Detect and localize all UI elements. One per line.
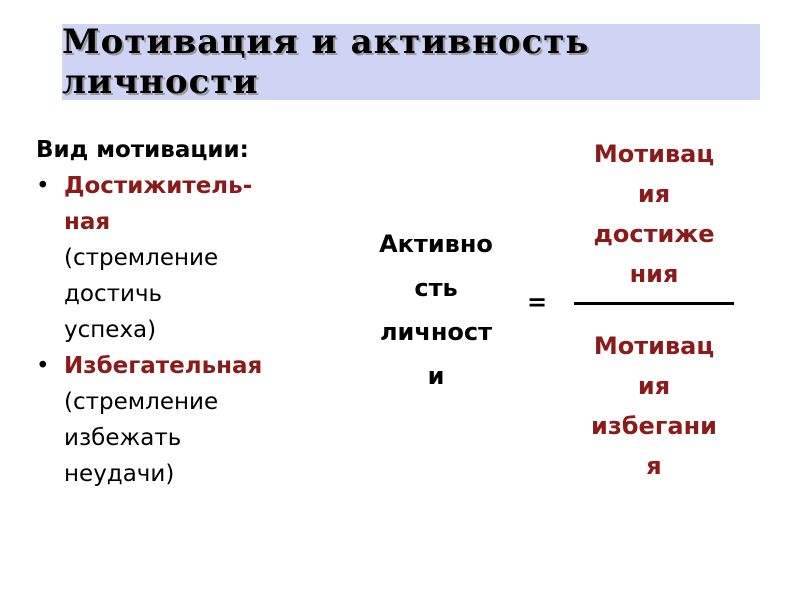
achievement-name-1: Достижитель- <box>64 173 253 199</box>
list-item-achievement: • Достижитель- ная (стремление достичь у… <box>36 168 336 348</box>
numerator-line: Мотивац <box>593 140 715 168</box>
activity-line: Активно <box>379 230 493 258</box>
bullet-icon: • <box>36 353 50 379</box>
motivation-types: Вид мотивации: • Достижитель- ная (стрем… <box>36 132 336 492</box>
fraction-denominator: Мотивац ия избегани я <box>570 326 738 486</box>
achievement-desc-3: успеха) <box>64 317 157 343</box>
numerator-line: достиже <box>593 220 715 248</box>
motivation-heading: Вид мотивации: <box>36 137 249 163</box>
fraction-bar <box>574 302 734 305</box>
activity-line: и <box>427 362 445 390</box>
denominator-line: избегани <box>591 412 717 440</box>
numerator-line: ния <box>629 260 679 288</box>
denominator-line: Мотивац <box>593 332 715 360</box>
numerator-line: ия <box>637 180 671 208</box>
avoidance-name: Избегательная <box>64 353 263 379</box>
bullet-icon: • <box>36 173 50 199</box>
avoidance-desc-1: (стремление <box>64 389 219 415</box>
achievement-desc-1: (стремление <box>64 245 219 271</box>
achievement-name-2: ная <box>64 209 111 235</box>
activity-line: личност <box>379 318 493 346</box>
avoidance-desc-3: неудачи) <box>64 461 175 487</box>
activity-term: Активно сть личност и <box>356 222 516 398</box>
avoidance-desc-2: избежать <box>64 425 182 451</box>
activity-line: сть <box>414 274 458 302</box>
motivation-list: • Достижитель- ная (стремление достичь у… <box>36 168 336 492</box>
title-band <box>62 24 760 100</box>
denominator-line: ия <box>637 372 671 400</box>
achievement-desc-2: достичь <box>64 281 163 307</box>
equals-sign: = <box>526 288 548 316</box>
slide-title: Мотивация и активность личности <box>62 22 590 102</box>
denominator-line: я <box>646 452 662 480</box>
list-item-avoidance: • Избегательная (стремление избежать неу… <box>36 348 336 492</box>
fraction-numerator: Мотивац ия достиже ния <box>570 134 738 294</box>
